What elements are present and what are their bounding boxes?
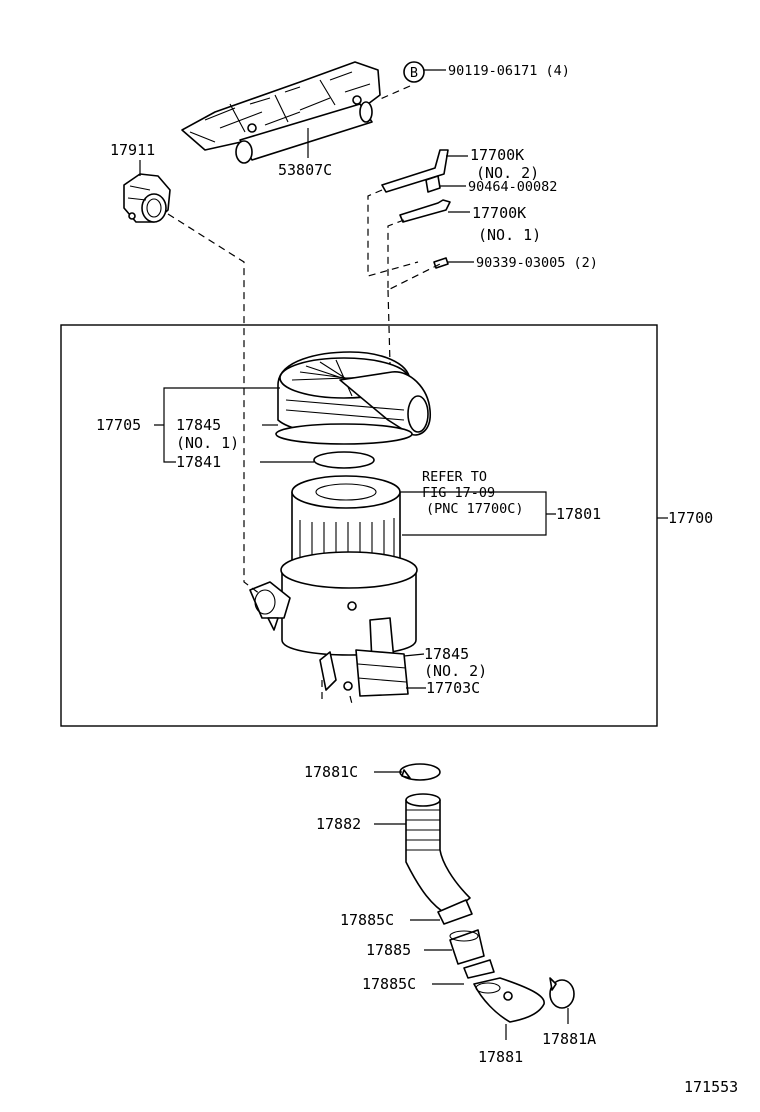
hoses-drawing	[381, 149, 451, 269]
label-hose-no1: 17700K	[472, 204, 526, 222]
label-hose-no2-sub: (NO. 2)	[476, 164, 539, 182]
resonator-drawing	[123, 173, 171, 223]
dashed-line-lower-2	[349, 695, 353, 705]
label-intake-duct: 53807C	[278, 161, 332, 179]
label-gasket-bottom: 17845	[424, 645, 469, 663]
air-cleaner-cap-drawing	[277, 351, 431, 436]
label-hose-lower: 17881	[478, 1048, 523, 1066]
label-hose-no2: 17700K	[470, 146, 524, 164]
label-hose-main: 17882	[316, 815, 361, 833]
label-clamp-end: 17881A	[542, 1030, 596, 1048]
dashed-line-bolt	[377, 85, 411, 101]
label-assembly: 17700	[668, 509, 713, 527]
label-refer-line1: REFER TO	[422, 469, 487, 485]
label-connector: 17885	[366, 941, 411, 959]
bracket-cap-subassy	[154, 387, 280, 463]
label-gasket-bottom-sub: (NO. 2)	[424, 662, 487, 680]
wing-nut-drawing	[313, 451, 375, 469]
label-figure-id: 171553	[684, 1078, 738, 1096]
leader-gasket-bottom	[403, 653, 425, 657]
label-gasket-top-sub: (NO. 1)	[176, 434, 239, 452]
bracket-element	[400, 491, 556, 536]
label-refer-line3: (PNC 17700C)	[426, 501, 524, 517]
label-refer-line2: FIG 17-09	[422, 485, 495, 501]
gasket-top-drawing	[275, 423, 413, 445]
dashed-line-hose-no2	[367, 189, 419, 277]
air-cleaner-case-drawing	[249, 551, 418, 697]
label-resonator: 17911	[110, 141, 155, 159]
label-bracket: 17703C	[426, 679, 480, 697]
intake-duct-drawing	[181, 61, 381, 164]
label-bolt-code: 90119-06171 (4)	[448, 63, 570, 79]
label-cap-subassy: 17705	[96, 416, 141, 434]
label-clamp-mid2: 17885C	[362, 975, 416, 993]
dashed-line-hose-no1	[387, 219, 441, 291]
label-hose-no1-sub: (NO. 1)	[478, 226, 541, 244]
dashed-line-to-cap	[387, 289, 391, 365]
label-wing-nut: 17841	[176, 453, 221, 471]
label-clip: 90464-00082	[468, 179, 557, 195]
assembly-frame	[60, 324, 658, 727]
label-element: 17801	[556, 505, 601, 523]
label-gasket-top: 17845	[176, 416, 221, 434]
bolt-marker-circle	[403, 61, 425, 83]
label-plug: 90339-03005 (2)	[476, 255, 598, 271]
bolt-marker-letter: B	[410, 65, 418, 81]
dashed-line-resonator	[167, 213, 261, 595]
label-clamp-mid1: 17885C	[340, 911, 394, 929]
lower-hose-drawing	[399, 763, 575, 1023]
label-clamp-top: 17881C	[304, 763, 358, 781]
